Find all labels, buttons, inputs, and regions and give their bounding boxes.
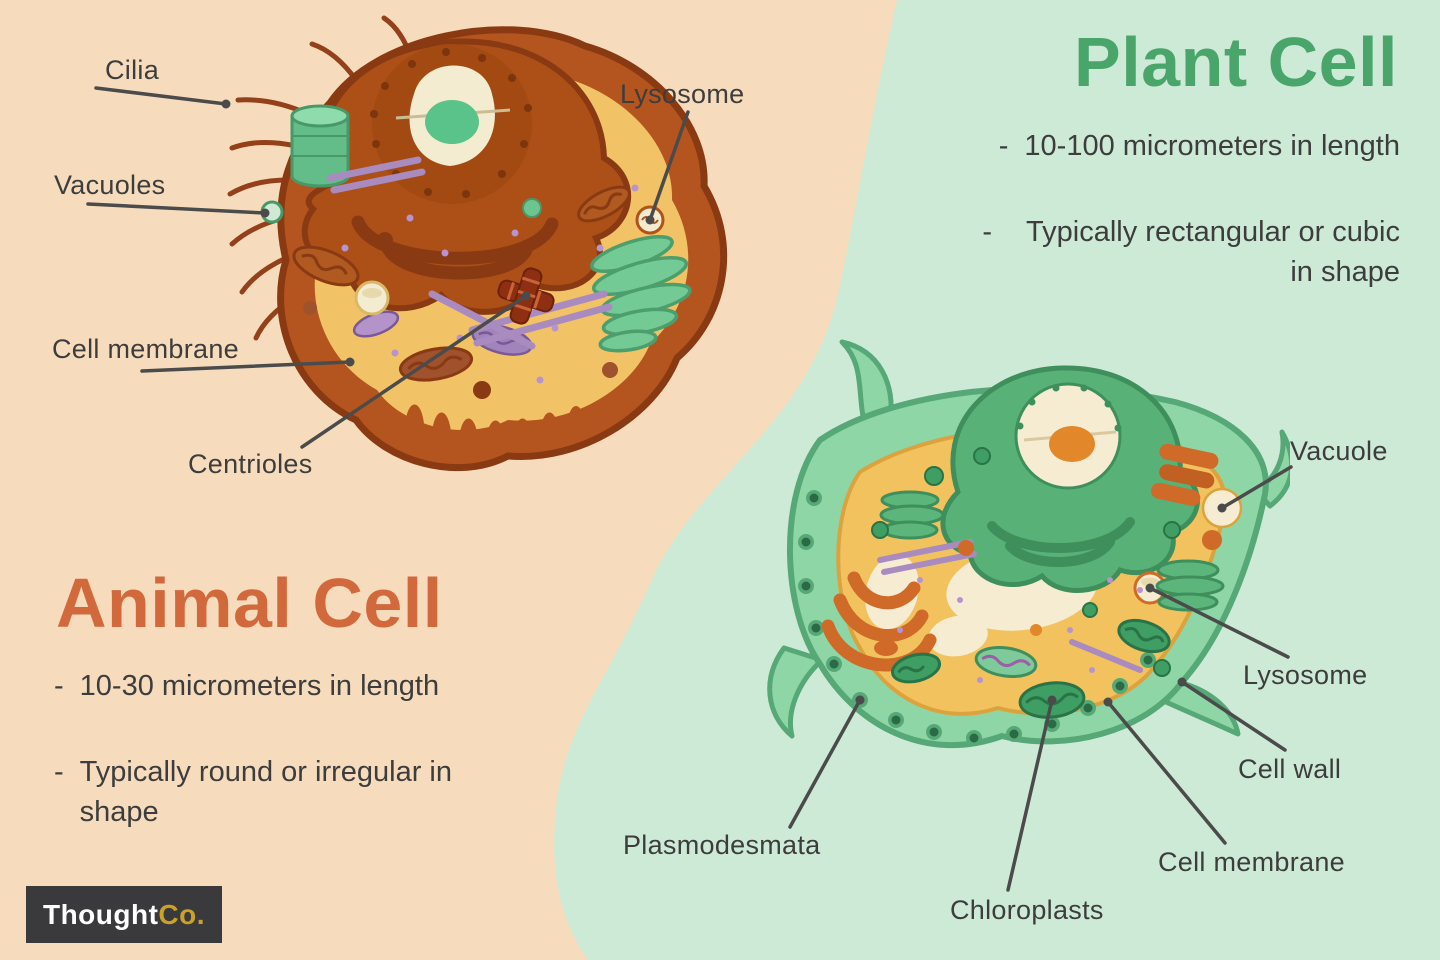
- bullet-dash: -: [54, 756, 64, 789]
- bullet-text: 10-30 micrometers in length: [79, 670, 440, 702]
- label-plant-vacuole: Vacuole: [1290, 436, 1388, 466]
- nuclear-pores: [370, 48, 532, 198]
- animal-cell-facts: - 10-30 micrometers in length - Typicall…: [54, 666, 594, 878]
- plant-speckles: [897, 577, 1143, 683]
- label-chloroplasts: Chloroplasts: [950, 895, 1104, 925]
- golgi-apparatus: [590, 234, 692, 353]
- vacuole-small-organelle: [1201, 487, 1243, 529]
- plant-fact-shape: - Typically rectangular or cubic in shap…: [982, 212, 1400, 292]
- plant-nucleolus: [1049, 426, 1095, 462]
- label-cilia: Cilia: [105, 55, 160, 85]
- label-vacuoles: Vacuoles: [54, 170, 166, 200]
- nucleolus: [425, 100, 479, 144]
- plant-orange-organelles: [1151, 443, 1222, 550]
- bullet-dash: -: [54, 670, 64, 702]
- plant-mitochondrion: [974, 646, 1038, 678]
- bullet-dash: -: [982, 216, 992, 249]
- label-plant-cell-membrane: Cell membrane: [1158, 847, 1345, 877]
- animal-fact-length: - 10-30 micrometers in length: [54, 666, 594, 706]
- animal-cell-title: Animal Cell: [56, 564, 443, 642]
- plant-cell-facts: - 10-100 micrometers in length - Typical…: [840, 126, 1400, 338]
- bullet-text: Typically round or irregular in shape: [79, 756, 452, 829]
- label-cell-wall: Cell wall: [1238, 754, 1342, 784]
- plant-vesicles: [871, 447, 1181, 677]
- animal-fact-shape: - Typically round or irregular in shape: [54, 752, 594, 832]
- plant-er-folds: [987, 517, 1135, 567]
- plant-orange-folds: [821, 571, 937, 672]
- bullet-dash: -: [998, 130, 1009, 162]
- plant-microtubules: [877, 539, 1143, 673]
- plant-cell-title: Plant Cell: [1074, 23, 1398, 101]
- logo-text-co: Co.: [158, 898, 206, 930]
- label-plasmodesmata: Plasmodesmata: [623, 830, 821, 860]
- vacuole-organelle: [260, 200, 284, 224]
- bullet-text: Typically rectangular or cubic in shape: [1026, 216, 1400, 289]
- bullet-text: 10-100 micrometers in length: [1024, 130, 1400, 162]
- label-animal-cell-membrane: Cell membrane: [52, 334, 239, 364]
- plant-cell-illustration: [767, 339, 1290, 748]
- label-plant-lysosome: Lysosome: [1243, 660, 1368, 690]
- label-animal-lysosome: Lysosome: [620, 79, 745, 109]
- label-centrioles: Centrioles: [188, 449, 313, 479]
- logo-text-thought: Thought: [42, 898, 159, 930]
- plant-fact-length: - 10-100 micrometers in length: [999, 126, 1400, 166]
- er-folds: [351, 215, 559, 280]
- plant-nuclear-pores: [1016, 384, 1122, 432]
